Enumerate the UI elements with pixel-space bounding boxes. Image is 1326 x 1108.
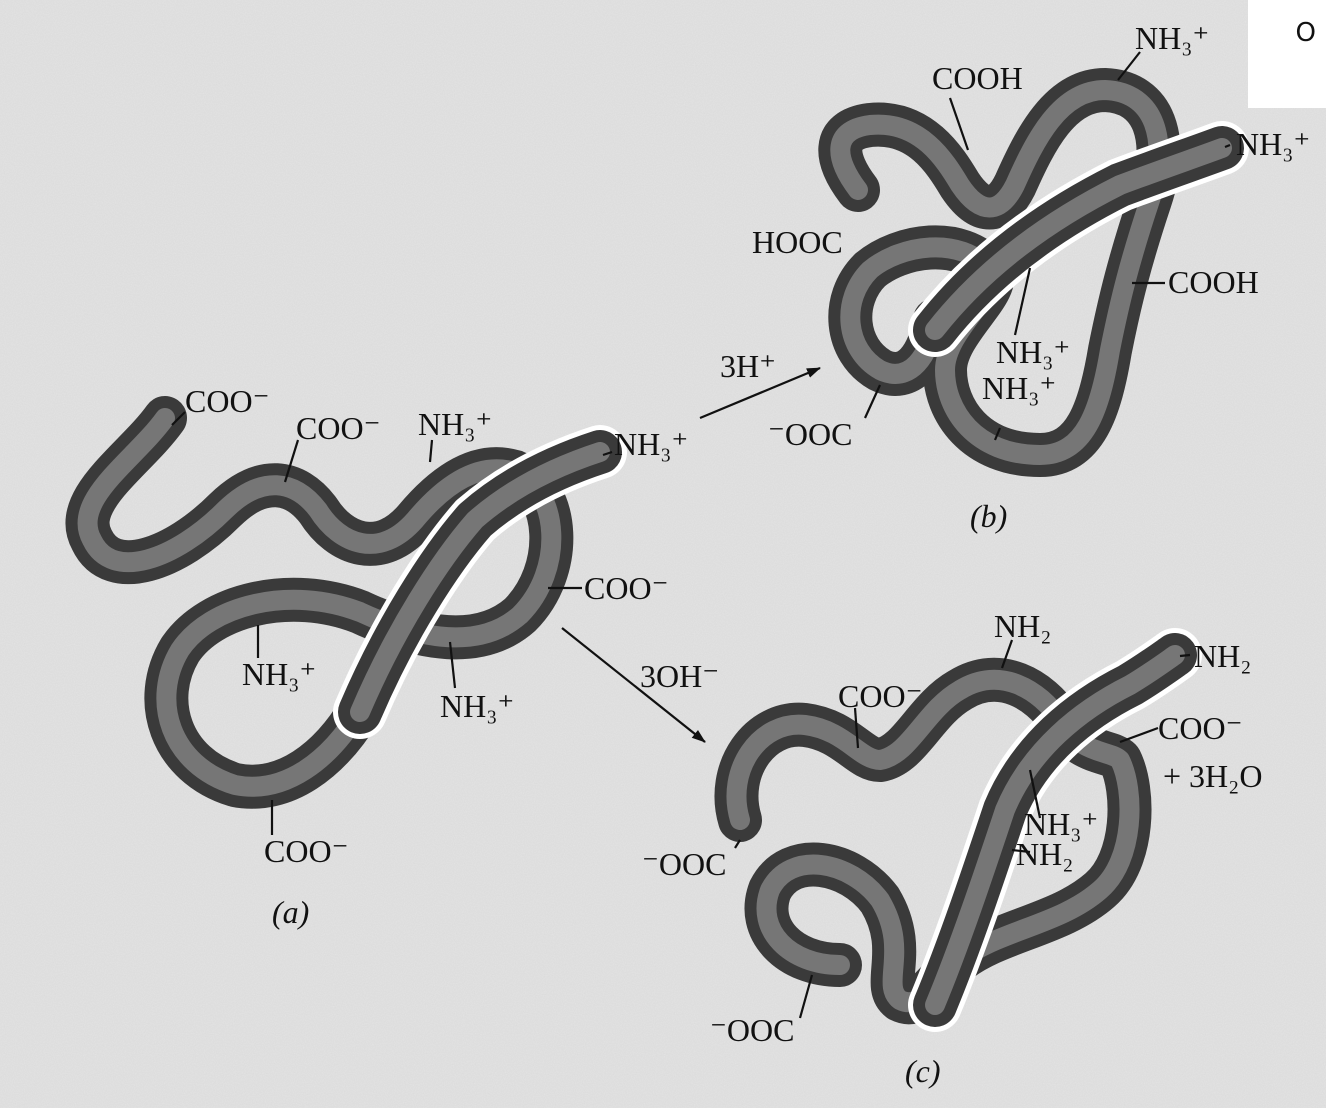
- label-a-coo-left-end: COO⁻: [185, 385, 269, 417]
- label-b-ooc-bottom: ⁻OOC: [768, 418, 852, 450]
- label-b-nh3-inner2: NH₃⁺: [982, 372, 1056, 404]
- arrow-label-c: 3OH⁻: [640, 660, 719, 692]
- label-c-coo-top: COO⁻: [838, 680, 922, 712]
- label-c-ooc-bottom: ⁻OOC: [710, 1014, 794, 1046]
- label-a-coo-right: COO⁻: [584, 572, 668, 604]
- label-b-cooh-right: COOH: [1168, 266, 1259, 298]
- arrow-label-b: 3H⁺: [720, 350, 776, 382]
- page-corner-patch: [1248, 0, 1326, 108]
- label-c-coo-right: COO⁻: [1158, 712, 1242, 744]
- label-c-water: + 3H₂O: [1163, 760, 1262, 792]
- label-b-nh3-top: NH₃⁺: [1135, 22, 1209, 54]
- label-a-coo-top: COO⁻: [296, 412, 380, 444]
- label-a-nh3-lower: NH₃⁺: [440, 690, 514, 722]
- label-c-nh2-end: NH₂: [1194, 640, 1251, 672]
- caption-a: (a): [272, 896, 309, 928]
- label-b-cooh-top: COOH: [932, 62, 1023, 94]
- label-c-nh2-top: NH₂: [994, 610, 1051, 642]
- label-a-coo-bottom: COO⁻: [264, 835, 348, 867]
- label-b-hooc: HOOC: [752, 226, 843, 258]
- label-a-nh3-inner: NH₃⁺: [242, 658, 316, 690]
- label-a-nh3-end: NH₃⁺: [614, 428, 688, 460]
- caption-b: (b): [970, 500, 1007, 532]
- label-b-nh3-inner1: NH₃⁺: [996, 336, 1070, 368]
- caption-c: (c): [905, 1055, 941, 1087]
- label-a-nh3-top: NH₃⁺: [418, 408, 492, 440]
- label-c-ooc-left: ⁻OOC: [642, 848, 726, 880]
- label-b-nh3-end: NH₃⁺: [1236, 128, 1310, 160]
- label-c-nh2-inner: NH₂: [1016, 838, 1073, 870]
- corner-mark: O: [1296, 18, 1316, 48]
